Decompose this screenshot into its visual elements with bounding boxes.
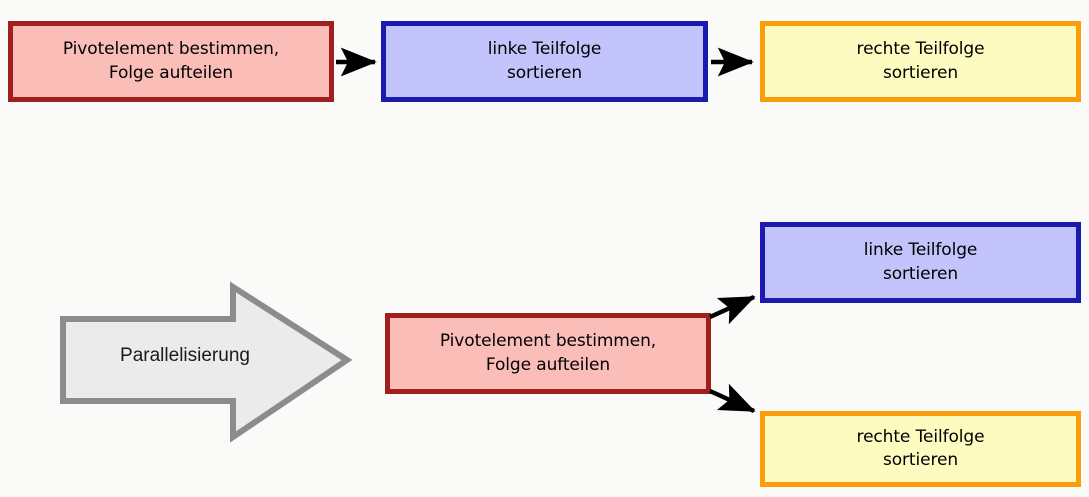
node-left-top[interactable]: linke Teilfolge sortieren bbox=[381, 21, 708, 102]
parallelisierung-arrow-shape bbox=[60, 281, 353, 443]
node-right-top[interactable]: rechte Teilfolge sortieren bbox=[760, 21, 1081, 102]
node-right-bottom[interactable]: rechte Teilfolge sortieren bbox=[760, 411, 1081, 487]
node-left-bottom[interactable]: linke Teilfolge sortieren bbox=[760, 222, 1081, 303]
node-pivot-top[interactable]: Pivotelement bestimmen, Folge aufteilen bbox=[8, 21, 334, 102]
connector-pivot-to-right-bottom bbox=[709, 383, 756, 414]
node-pivot-bottom[interactable]: Pivotelement bestimmen, Folge aufteilen bbox=[385, 313, 711, 394]
connector-pivot-to-left-bottom bbox=[709, 294, 756, 325]
parallelisierung-label: Parallelisierung bbox=[120, 345, 250, 366]
block-arrow-polygon bbox=[60, 281, 353, 443]
